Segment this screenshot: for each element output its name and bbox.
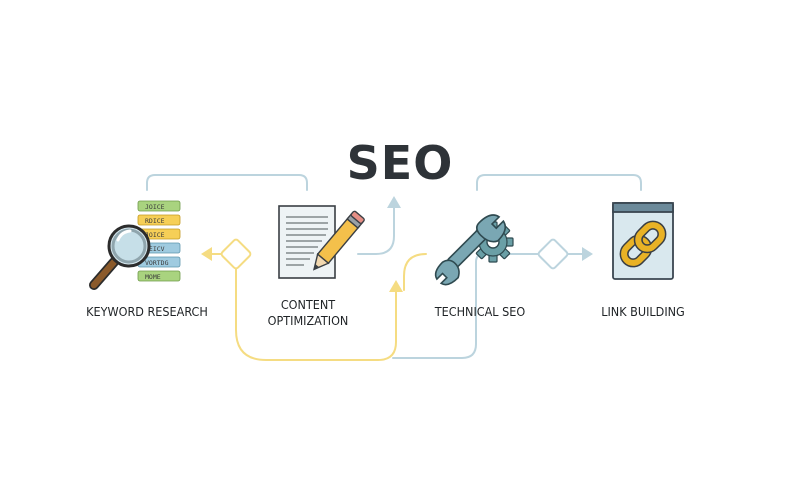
- arrow-left-yellow: [201, 247, 212, 261]
- connector-top-right: [476, 174, 642, 191]
- keyword-tag-6: MOME: [145, 273, 161, 281]
- keyword-tag-4: LEICV: [145, 245, 165, 253]
- document-pencil-icon: [278, 205, 365, 279]
- keyword-tag-1: JOICE: [145, 203, 165, 211]
- connector-up-to-seo: [357, 207, 395, 255]
- step-label-line: CONTENT: [280, 297, 336, 312]
- keyword-tag-5: VORTDG: [145, 259, 169, 267]
- step-label-line: LINK BUILDING: [601, 304, 685, 319]
- step-label-link-building: LINK BUILDING: [580, 304, 706, 320]
- step-label-content-optimization: CONTENT OPTIMIZATION: [248, 297, 368, 329]
- connector-top-left: [146, 174, 308, 191]
- diamond-yellow: [220, 238, 252, 270]
- arrow-right-blue: [582, 247, 593, 261]
- arrow-up-yellow: [389, 280, 403, 292]
- decision-diamonds: [220, 238, 569, 270]
- step-label-line: KEYWORD RESEARCH: [86, 304, 208, 319]
- connector-yellow-up: [403, 253, 427, 291]
- diamond-blue: [537, 238, 569, 270]
- step-label-line: OPTIMIZATION: [267, 313, 349, 328]
- arrowheads: [201, 196, 593, 292]
- arrow-up-blue: [387, 196, 401, 208]
- step-label-keyword-research: KEYWORD RESEARCH: [72, 304, 222, 320]
- keyword-tag-3: JOICE: [145, 231, 165, 239]
- keyword-tag-2: RDICE: [145, 217, 165, 225]
- step-label-technical-seo: TECHNICAL SEO: [415, 304, 545, 320]
- magnifier-keywords-icon: JOICE RDICE JOICE LEICV VORTDG MOME: [89, 200, 181, 290]
- chain-link-icon: [612, 202, 674, 280]
- wrench-gear-icon: [434, 214, 514, 286]
- step-label-line: TECHNICAL SEO: [434, 304, 526, 319]
- page-title: SEO: [346, 136, 454, 190]
- connector-bottom-blue: [392, 326, 477, 359]
